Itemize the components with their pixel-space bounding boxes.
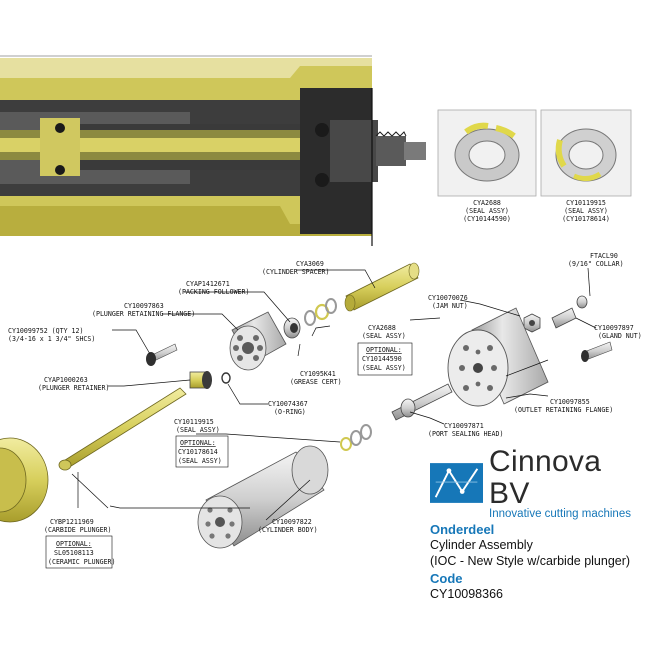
callout-cy10119915: CY10119915 (SEAL ASSY) OPTIONAL: CY10178…	[174, 418, 229, 468]
callout-cyap1412671-desc: (PACKING FOLLOWER)	[178, 288, 249, 296]
part-plunger-retaining-flange	[229, 311, 287, 371]
callout-cy10097871-desc: (PORT SEALING HEAD)	[428, 430, 503, 438]
callout-ftacl90-desc: (9/16" COLLAR)	[568, 260, 624, 268]
callout-cyap1412671-part: CYAP1412671	[186, 280, 230, 288]
callout-cy10097822-desc: (CYLINDER BODY)	[258, 526, 318, 534]
inset-cy10119915-ref: (CY10178614)	[562, 215, 610, 223]
callout-cy10099752-part: CY10099752 (QTY 12)	[8, 327, 83, 335]
callout-cy10097897-part: CY10097897	[594, 324, 634, 332]
part-cylinder-body	[197, 445, 329, 549]
callout-cy1095k41: CY1095K41 (GREASE CERT)	[290, 370, 342, 386]
part-oring	[221, 372, 231, 384]
callout-cy10097897: CY10097897 (GLAND NUT)	[594, 324, 642, 340]
part-outlet-retaining-flange	[447, 307, 549, 407]
brand-name: Cinnova BV	[489, 445, 602, 510]
callout-cy10097822: CY10097822 (CYLINDER BODY)	[258, 518, 318, 534]
code-header: Code	[430, 571, 463, 586]
part-large-flange-left	[0, 437, 49, 523]
cinnova-logo-icon	[430, 463, 484, 503]
part-gland-nut	[551, 307, 577, 329]
callout-cy10074367: CY10074367 (O-RING)	[268, 400, 308, 416]
callout-cy10097871-part: CY10097871	[444, 422, 484, 430]
brand-tagline: Innovative cutting machines	[489, 508, 631, 520]
part-variant: (IOC - New Style w/carbide plunger)	[430, 554, 631, 568]
part-collar	[576, 295, 588, 309]
part-seal-rings-upper	[304, 298, 337, 326]
inset-cya2688-part: CYA2688	[473, 199, 501, 207]
inset-view-cy10119915: CY10119915 (SEAL ASSY) (CY10178614)	[540, 109, 632, 223]
part-cylinder-spacer	[344, 262, 420, 312]
part-packing-follower	[283, 317, 301, 339]
callout-cya2688-opt-part: CY10144590	[362, 355, 402, 363]
callout-cyap1000263-part: CYAP1000263	[44, 376, 88, 384]
callout-cy10099752: CY10099752 (QTY 12) (3/4-16 x 1 3/4" SHC…	[8, 327, 95, 343]
callout-cy10070076-desc: (JAM NUT)	[432, 302, 468, 310]
callout-cy10097897-desc: (GLAND NUT)	[598, 332, 642, 340]
callout-cy10097863-part: CY10097863	[124, 302, 164, 310]
part-jam-nut	[523, 313, 541, 333]
callout-cy10097855-part: CY10097855	[550, 398, 590, 406]
callout-cybp1211969-desc: (CARBIDE PLUNGER)	[44, 526, 112, 534]
callout-cya2688-desc: (SEAL ASSY)	[362, 332, 406, 340]
callout-cybp1211969-part: CYBP1211969	[50, 518, 94, 526]
leader-lines	[71, 267, 597, 521]
inset-cy10119915-part: CY10119915	[566, 199, 606, 207]
part-shcs-bolt	[146, 343, 178, 366]
callout-cybp1211969-optional: OPTIONAL:	[56, 540, 92, 548]
part-plunger-retainer	[189, 371, 212, 389]
inset-cya2688-desc: (SEAL ASSY)	[465, 207, 509, 215]
callout-cy10097822-part: CY10097822	[272, 518, 312, 526]
callout-cy10070076: CY10070076 (JAM NUT)	[428, 294, 468, 310]
callout-ftacl90: FTACL90 (9/16" COLLAR)	[568, 252, 624, 268]
brand-logo: Cinnova BV Innovative cutting machines	[430, 446, 642, 520]
callout-cy10119915-part: CY10119915	[174, 418, 214, 426]
callout-cybp1211969-opt-part: SL05108113	[54, 549, 94, 557]
inset-view-cya2688: CYA2688 (SEAL ASSY) (CY10144590)	[437, 109, 537, 223]
callout-cya2688-opt-desc: (SEAL ASSY)	[362, 364, 406, 372]
part-port-sealing-head	[391, 383, 453, 421]
callout-cya2688-optional: OPTIONAL:	[366, 346, 402, 354]
callout-cy10097871: CY10097871 (PORT SEALING HEAD)	[428, 422, 503, 438]
callout-cyap1000263: CYAP1000263 (PLUNGER RETAINER)	[38, 376, 109, 392]
callout-cyap1000263-desc: (PLUNGER RETAINER)	[38, 384, 109, 392]
callout-cy10074367-part: CY10074367	[268, 400, 308, 408]
housing-cross-section	[0, 55, 426, 246]
part-outlet-bolt	[581, 341, 613, 362]
callout-cyap1412671: CYAP1412671 (PACKING FOLLOWER)	[178, 280, 249, 296]
part-carbide-plunger	[58, 387, 187, 471]
callout-cy1095k41-part: CY1095K41	[300, 370, 336, 378]
callout-cy10097863-desc: (PLUNGER RETAINING FLANGE)	[92, 310, 195, 318]
callout-cya3069: CYA3069 (CYLINDER SPACER)	[262, 260, 330, 276]
callout-cya2688-part: CYA2688	[368, 324, 396, 332]
code-value: CY10098366	[430, 587, 503, 601]
inset-cya2688-ref: (CY10144590)	[463, 215, 511, 223]
callout-cy1095k41-desc: (GREASE CERT)	[290, 378, 342, 386]
callout-cy10070076-part: CY10070076	[428, 294, 468, 302]
callout-cy10119915-opt-part: CY10178614	[178, 448, 218, 456]
inset-cy10119915-desc: (SEAL ASSY)	[564, 207, 608, 215]
callout-cy10097855-desc: (OUTLET RETAINING FLANGE)	[514, 406, 613, 414]
callout-ftacl90-part: FTACL90	[590, 252, 618, 260]
callout-cya2688: CYA2688 (SEAL ASSY) OPTIONAL: CY10144590…	[357, 324, 413, 376]
callout-cy10097863: CY10097863 (PLUNGER RETAINING FLANGE)	[92, 302, 195, 318]
part-name: Cylinder Assembly	[430, 538, 533, 552]
info-panel: Cinnova BV Innovative cutting machines O…	[430, 446, 642, 602]
callout-cy10074367-desc: (O-RING)	[274, 408, 306, 416]
callout-cy10119915-desc: (SEAL ASSY)	[176, 426, 220, 434]
callout-cya3069-part: CYA3069	[296, 260, 324, 268]
callout-cy10119915-optional: OPTIONAL:	[180, 439, 216, 447]
callout-cy10099752-desc: (3/4-16 x 1 3/4" SHCS)	[8, 335, 95, 343]
callout-cybp1211969-opt-desc: (CERAMIC PLUNGER)	[48, 558, 116, 566]
part-seal-rings-lower	[340, 424, 372, 451]
callout-cy10097855: CY10097855 (OUTLET RETAINING FLANGE)	[514, 398, 613, 414]
callout-cya3069-desc: (CYLINDER SPACER)	[262, 268, 330, 276]
part-header: Onderdeel	[430, 522, 495, 537]
callout-cybp1211969: CYBP1211969 (CARBIDE PLUNGER) OPTIONAL: …	[44, 518, 116, 569]
callout-cy10119915-opt-desc: (SEAL ASSY)	[178, 457, 222, 465]
